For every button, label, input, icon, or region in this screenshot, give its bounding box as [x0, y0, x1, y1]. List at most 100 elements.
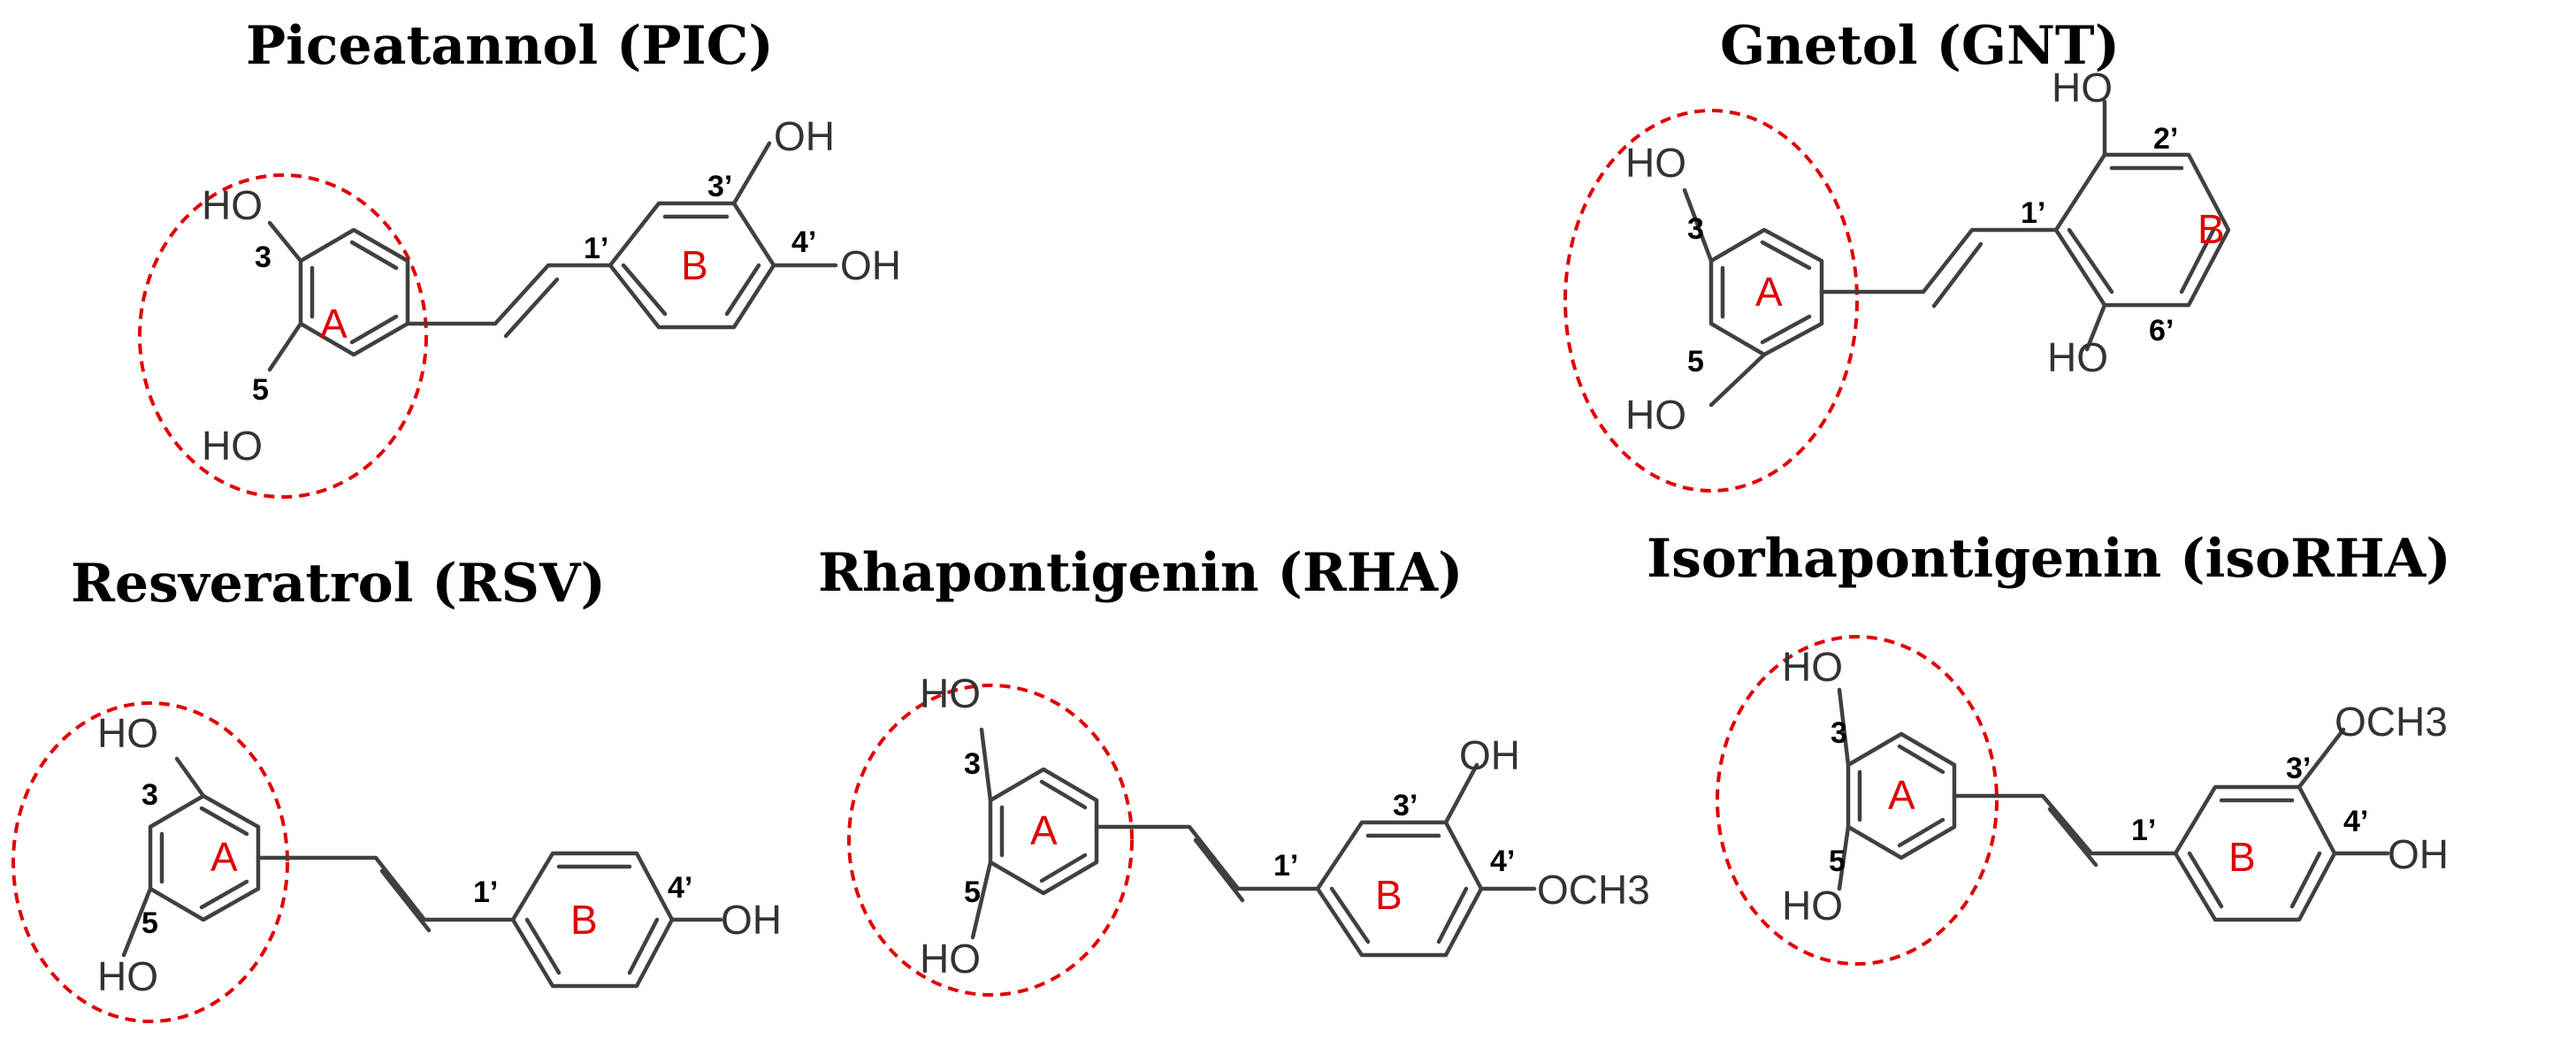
position-5: 5: [964, 875, 981, 909]
bond-ho-5: [1708, 352, 1767, 408]
position-3: 3: [1687, 212, 1704, 246]
position-5: 5: [252, 373, 269, 407]
ring-b-double-bond: [524, 917, 562, 975]
title-gnetol: Gnetol (GNT): [1720, 15, 2120, 77]
title-rhapontigenin: Rhapontigenin (RHA): [818, 542, 1463, 604]
position-3-prime: 3’: [707, 170, 732, 203]
ring-b-double-bond: [724, 263, 761, 317]
ring-a-highlight-circle: [847, 684, 1134, 997]
position-3-prime: 3’: [2286, 752, 2311, 785]
ring-label-a: A: [1888, 772, 1915, 818]
vinyl-double-bond: [1193, 837, 1245, 903]
group-ho-3: HO: [1625, 140, 1686, 186]
bond-ho-5: [970, 860, 993, 940]
ring-a-double-bond: [349, 314, 399, 345]
ring-a: [148, 793, 261, 922]
vinyl-double-bond: [379, 868, 432, 933]
ring-a-highlight-circle: [138, 173, 428, 499]
position-5: 5: [1687, 345, 1704, 378]
bond-och3-3p: [2297, 727, 2346, 790]
ring-a-double-bond: [1039, 852, 1088, 883]
vinyl-bridge: [1952, 793, 2178, 856]
ring-b-double-bond: [621, 263, 668, 317]
position-3-prime: 3’: [1393, 789, 1418, 822]
group-oh-3p: OH: [1459, 732, 1520, 778]
ring-b-double-bond: [2179, 227, 2216, 294]
bond-ho-5: [121, 886, 153, 958]
ring-a-double-bond: [349, 240, 399, 271]
ring-a-double-bond: [1760, 314, 1812, 345]
bond-ho-5: [267, 321, 303, 372]
vinyl-double-bond: [503, 277, 560, 339]
group-ho-5: HO: [1625, 392, 1686, 438]
ring-label-b: B: [2198, 206, 2225, 252]
ring-a: [298, 227, 410, 357]
group-ho-3: HO: [97, 710, 158, 756]
position-1-prime: 1’: [584, 232, 608, 265]
position-3: 3: [255, 241, 271, 274]
title-isorhapontigenin: Isorhapontigenin (isoRHA): [1647, 528, 2451, 590]
bond-oh-3p: [731, 141, 772, 206]
position-1-prime: 1’: [2021, 196, 2045, 230]
ring-label-a: A: [1030, 807, 1058, 853]
group-ho-5: HO: [920, 936, 981, 982]
group-oh-4p: OH: [840, 242, 901, 288]
bond-ho-3: [267, 220, 303, 264]
ring-label-a: A: [320, 301, 348, 347]
ring-label-b: B: [681, 242, 708, 288]
molecule-isorhapontigenin: Isorhapontigenin (isoRHA) HO HO OCH3 OH …: [1647, 528, 2451, 966]
ring-a-double-bond: [1897, 744, 1945, 775]
position-4-prime: 4’: [668, 871, 692, 905]
group-ho-5: HO: [97, 953, 158, 999]
ring-b-double-bond: [1436, 886, 1469, 944]
position-4-prime: 4’: [2343, 805, 2368, 838]
ring-b-double-bond: [1329, 886, 1371, 944]
vinyl-bridge: [1094, 824, 1320, 891]
ring-a-highlight-circle: [1716, 635, 1999, 966]
position-4-prime: 4’: [791, 226, 816, 259]
ring-b-double-bond: [627, 917, 660, 975]
ring-label-a: A: [1755, 269, 1783, 315]
molecule-rhapontigenin: Rhapontigenin (RHA) HO HO OH OCH3 3 5 1’…: [818, 542, 1650, 997]
vinyl-bridge: [256, 855, 516, 922]
vinyl-bridge: [1819, 227, 2059, 294]
bond-ho-6p: [2084, 302, 2107, 352]
bond-oh-3p: [1443, 762, 1479, 825]
group-ho-3: HO: [1782, 644, 1843, 690]
group-oh-4p: OH: [721, 897, 782, 943]
bond-ho-3: [174, 756, 206, 799]
bond-ho-3: [1837, 687, 1851, 768]
ring-a-double-bond: [1039, 779, 1088, 810]
title-resveratrol: Resveratrol (RSV): [71, 553, 606, 615]
ring-label-b: B: [570, 897, 598, 943]
ring-a-double-bond: [1760, 240, 1812, 271]
group-ho-5: HO: [202, 423, 263, 469]
ring-a-highlight-circle: [11, 701, 289, 1023]
ring-label-b: B: [2228, 834, 2256, 880]
position-5: 5: [1829, 845, 1846, 878]
ring-b-double-bond: [2289, 851, 2322, 909]
ring-b-double-bond: [2187, 851, 2224, 909]
group-oh-3p: OH: [774, 113, 835, 159]
vinyl-double-bond: [2047, 807, 2098, 868]
position-1-prime: 1’: [2131, 814, 2156, 847]
ring-a-highlight-circle: [1563, 109, 1859, 493]
molecule-gnetol: Gnetol (GNT) HO HO HO HO 3 5 1’ 2’ 6’ A …: [1563, 15, 2231, 493]
ring-b-double-bond: [2067, 227, 2114, 294]
bond-ho-3: [1682, 187, 1714, 264]
position-3: 3: [964, 747, 981, 781]
position-3: 3: [1831, 716, 1847, 750]
group-ho-3: HO: [920, 670, 981, 716]
group-ho-6p: HO: [2047, 334, 2108, 380]
molecule-resveratrol: Resveratrol (RSV) HO HO OH 3 5 1’ 4’ A B: [11, 553, 782, 1023]
ring-a-double-bond: [199, 879, 249, 910]
molecule-piceatannol: Piceatannol (PIC) HO HO OH OH 3 5 1’ 3’ …: [138, 15, 901, 499]
vinyl-bridge: [405, 263, 613, 326]
group-och3-4p: OCH3: [1537, 867, 1650, 913]
bond-ho-3: [979, 727, 993, 803]
ring-a-double-bond: [1897, 817, 1945, 848]
position-1-prime: 1’: [1273, 849, 1298, 883]
position-6-prime: 6’: [2149, 314, 2174, 348]
group-ho-3: HO: [202, 182, 263, 228]
position-5: 5: [141, 906, 158, 940]
